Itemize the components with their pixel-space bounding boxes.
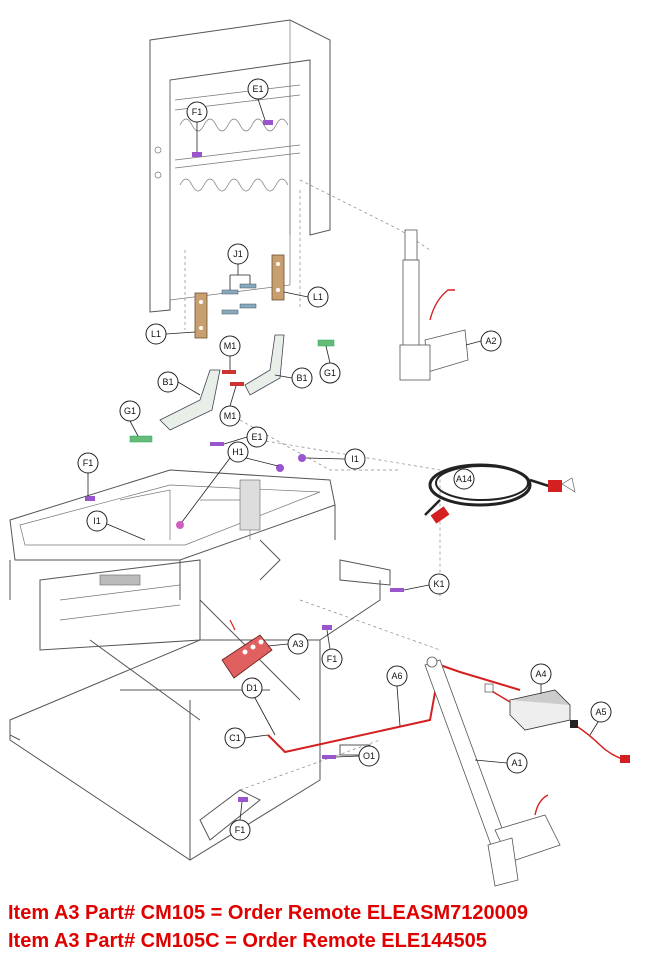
callout-i1-right: I1	[305, 448, 366, 470]
callout-g1-left: G1	[119, 400, 141, 437]
callout-b1-left: B1	[157, 371, 201, 396]
callout-f1-mid: F1	[77, 452, 99, 496]
power-supply-a4	[484, 683, 571, 731]
callout-f1-bottom: F1	[229, 801, 251, 841]
seat-back-frame	[149, 19, 331, 313]
callout-m1-bottom: M1	[219, 385, 241, 427]
callout-i1-left: I1	[86, 510, 146, 541]
svg-text:O1: O1	[363, 751, 375, 761]
actuator-a2	[399, 229, 469, 381]
svg-text:H1: H1	[232, 447, 244, 457]
svg-text:F1: F1	[327, 654, 338, 664]
callout-b1-right: B1	[274, 367, 313, 389]
svg-text:K1: K1	[433, 579, 444, 589]
callout-l1-right: L1	[283, 286, 329, 308]
hardware-purple	[85, 120, 404, 802]
actuator-a1	[424, 656, 561, 887]
svg-text:I1: I1	[93, 516, 101, 526]
bolt-g1-right	[317, 339, 335, 347]
svg-text:E1: E1	[251, 432, 262, 442]
callout-f1-top: F1	[186, 101, 208, 152]
svg-text:A1: A1	[511, 758, 522, 768]
svg-text:A14: A14	[456, 474, 472, 484]
callout-c1: C1	[224, 727, 269, 749]
bolts-j1	[221, 274, 257, 315]
callout-h1: H1	[181, 441, 279, 523]
svg-text:C1: C1	[229, 733, 241, 743]
callout-m1-top: M1	[219, 335, 241, 370]
callout-e1-top: E1	[247, 78, 269, 121]
callout-e1-mid: E1	[223, 426, 268, 448]
svg-text:B1: B1	[296, 373, 307, 383]
svg-text:F1: F1	[235, 825, 246, 835]
callout-a4: A4	[530, 663, 552, 694]
svg-text:A3: A3	[292, 639, 303, 649]
bracket-l1-right	[271, 254, 285, 301]
callout-j1: J1	[227, 243, 249, 275]
seat-base-frame	[9, 469, 391, 861]
svg-text:B1: B1	[162, 377, 173, 387]
callout-a14: A14	[453, 468, 475, 490]
assembly-guide-lines	[184, 179, 441, 791]
callout-a6: A6	[386, 665, 408, 727]
svg-text:A2: A2	[485, 336, 496, 346]
callout-k1: K1	[403, 573, 450, 595]
svg-text:G1: G1	[124, 406, 136, 416]
power-cord-a5	[570, 720, 630, 763]
svg-text:E1: E1	[252, 84, 263, 94]
exploded-parts-diagram: E1 F1 J1 L1 L1 M1 M1 B1	[9, 19, 630, 887]
svg-text:F1: F1	[83, 458, 94, 468]
callout-g1-right: G1	[319, 345, 341, 384]
svg-text:G1: G1	[324, 368, 336, 378]
remote-order-note-cm105c: Item A3 Part# CM105C = Order Remote ELE1…	[8, 930, 487, 952]
bolt-g1-left	[129, 435, 153, 443]
bracket-b1-left	[159, 369, 221, 431]
callout-a3: A3	[267, 633, 309, 655]
hand-remote-a3	[221, 619, 273, 679]
bracket-l1-left	[194, 292, 208, 339]
svg-text:J1: J1	[233, 249, 243, 259]
bracket-b1-right	[244, 334, 285, 396]
pins-m1	[222, 370, 244, 386]
svg-text:A6: A6	[391, 671, 402, 681]
remote-order-note-cm105: Item A3 Part# CM105 = Order Remote ELEAS…	[8, 902, 529, 924]
callout-a2: A2	[465, 330, 502, 352]
svg-text:M1: M1	[224, 411, 237, 421]
callout-d1: D1	[241, 677, 276, 736]
callout-o1: O1	[335, 745, 380, 767]
callout-a1: A1	[474, 752, 528, 774]
callout-a5: A5	[589, 701, 612, 736]
svg-text:A5: A5	[595, 707, 606, 717]
svg-text:I1: I1	[351, 454, 359, 464]
svg-text:L1: L1	[151, 329, 161, 339]
svg-text:A4: A4	[535, 669, 546, 679]
svg-text:D1: D1	[246, 683, 258, 693]
svg-text:M1: M1	[224, 341, 237, 351]
svg-text:F1: F1	[192, 107, 203, 117]
callout-f1-lower: F1	[321, 629, 343, 670]
cable-a14	[424, 463, 576, 524]
svg-text:L1: L1	[313, 292, 323, 302]
callout-l1-left: L1	[145, 323, 196, 345]
